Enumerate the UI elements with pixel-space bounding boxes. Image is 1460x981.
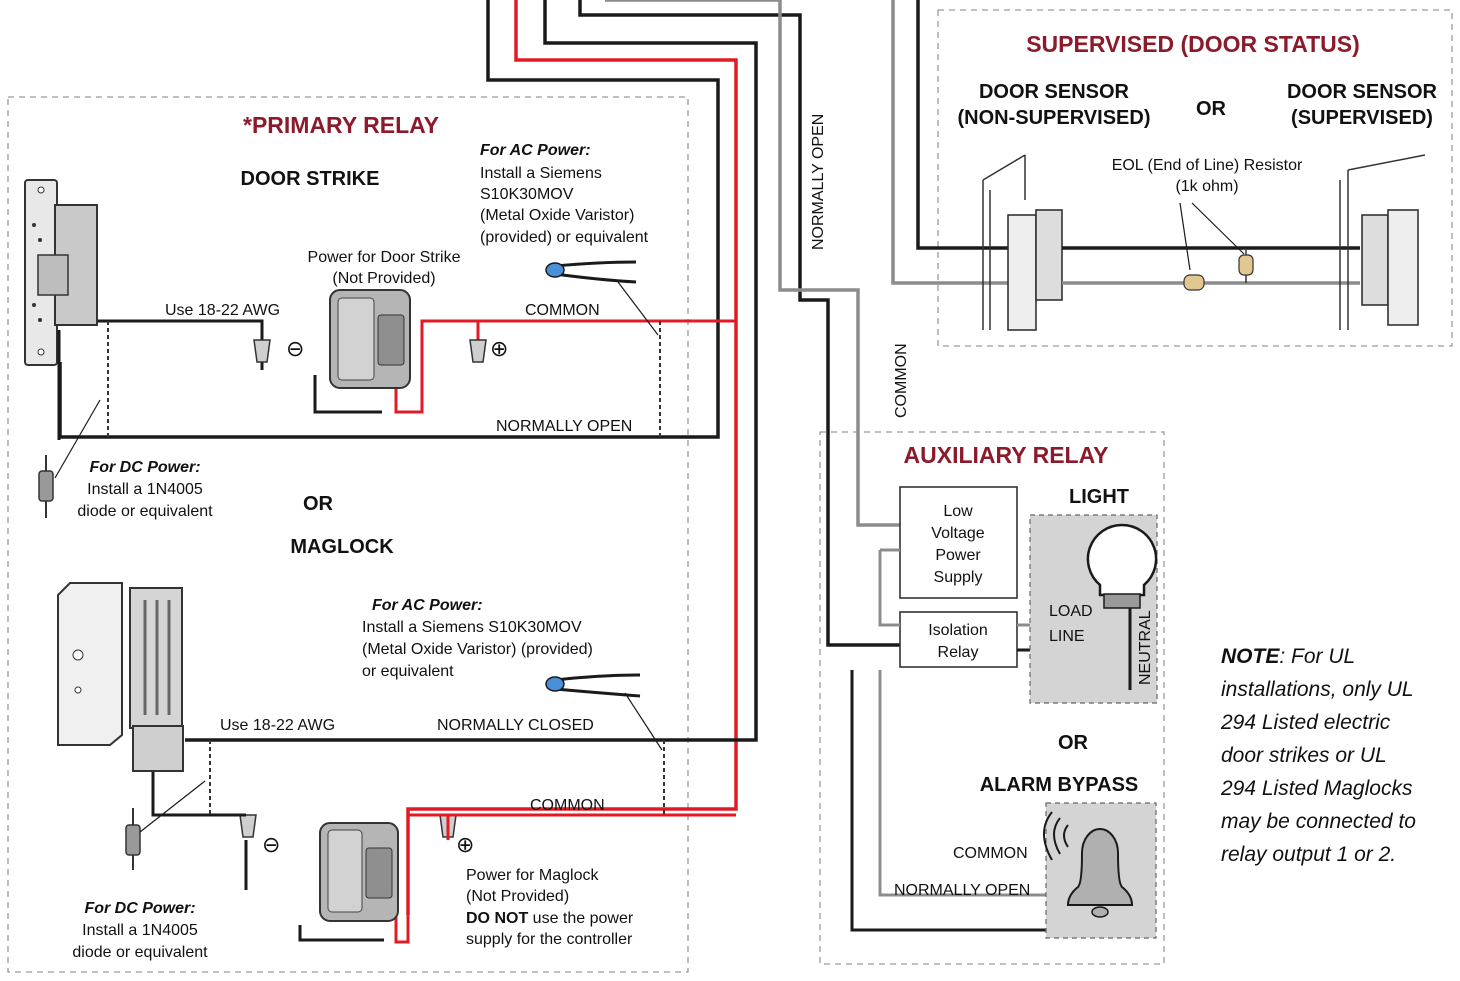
primary-relay-title: *PRIMARY RELAY xyxy=(243,112,439,138)
sensor-left-line-1: DOOR SENSOR xyxy=(979,81,1130,103)
note-line-1-rest: : For UL xyxy=(1279,645,1355,668)
light-title: LIGHT xyxy=(1069,486,1129,508)
sensor-right-line-2: (SUPERVISED) xyxy=(1291,107,1433,129)
supervised-title: SUPERVISED (DOOR STATUS) xyxy=(1026,31,1360,57)
sensor-left-line-2: (NON-SUPERVISED) xyxy=(958,107,1151,129)
aux-common-label: COMMON xyxy=(953,845,1028,862)
power-mag-line-1: Power for Maglock xyxy=(466,867,599,884)
plus-symbol-2: ⊕ xyxy=(456,832,474,857)
strike-transformer-icon xyxy=(329,289,411,389)
normally-closed-label: NORMALLY CLOSED xyxy=(437,717,594,734)
primary-or-label: OR xyxy=(303,493,334,515)
eol-line-1: EOL (End of Line) Resistor xyxy=(1112,157,1303,174)
ac-text-2-line-1: Install a Siemens S10K30MOV xyxy=(362,619,582,636)
isolation-line-1: Isolation xyxy=(928,622,988,639)
eol-line-2: (1k ohm) xyxy=(1175,178,1238,195)
alarm-bypass-title: ALARM BYPASS xyxy=(980,774,1139,796)
door-sensor-circuit xyxy=(982,154,1426,331)
line-label: LINE xyxy=(1049,628,1085,645)
minus-symbol-1: ⊖ xyxy=(286,336,304,361)
plus-symbol-1: ⊕ xyxy=(490,336,508,361)
door-strike-title: DOOR STRIKE xyxy=(241,168,380,190)
isolation-line-2: Relay xyxy=(938,644,979,661)
note-line-7: relay output 1 or 2. xyxy=(1221,843,1396,866)
alarm-bell-icon xyxy=(1043,811,1134,918)
common-vertical-label: COMMON xyxy=(893,343,910,418)
minus-symbol-2: ⊖ xyxy=(262,832,280,857)
dc-text-1-line-2: diode or equivalent xyxy=(77,503,213,520)
dc-text-1-line-1: Install a 1N4005 xyxy=(87,481,203,498)
mov-varistor-icons xyxy=(545,260,663,751)
ac-text-1-line-4: (provided) or equivalent xyxy=(480,229,649,246)
ac-text-1-line-1: Install a Siemens xyxy=(480,165,602,182)
note-line-5: 294 Listed Maglocks xyxy=(1220,777,1413,800)
do-not-line: DO NOT use the power xyxy=(466,910,634,927)
ac-power-title-2: For AC Power: xyxy=(372,597,483,614)
do-not-rest: use the power xyxy=(528,910,634,927)
note-bold: NOTE xyxy=(1221,645,1280,668)
power-strike-line-2: (Not Provided) xyxy=(332,270,435,287)
diode-icons xyxy=(38,399,206,870)
note-line-6: may be connected to xyxy=(1221,810,1416,833)
auxiliary-relay-title: AUXILIARY RELAY xyxy=(904,442,1109,468)
normally-open-vertical-label: NORMALLY OPEN xyxy=(810,114,827,250)
neutral-label: NEUTRAL xyxy=(1137,610,1154,685)
aux-normally-open-label: NORMALLY OPEN xyxy=(894,882,1030,899)
awg-label-2: Use 18-22 AWG xyxy=(220,717,335,734)
load-label: LOAD xyxy=(1049,603,1093,620)
door-strike-device xyxy=(24,179,98,440)
trunk-wires xyxy=(58,0,1010,915)
primary-relay-box xyxy=(7,96,689,973)
auxiliary-relay-box xyxy=(819,431,1165,965)
supervised-or-label: OR xyxy=(1196,98,1227,120)
door-strike-circuit xyxy=(95,319,736,437)
maglock-title: MAGLOCK xyxy=(290,536,394,558)
common-label-2: COMMON xyxy=(530,797,605,814)
dc-power-title-2: For DC Power: xyxy=(84,900,195,917)
wire-nut-icons xyxy=(239,339,487,838)
note-line-1: NOTE: For UL xyxy=(1221,645,1355,668)
light-bulb-icon xyxy=(1086,523,1158,690)
ac-power-title-1: For AC Power: xyxy=(480,142,591,159)
note-line-3: 294 Listed electric xyxy=(1220,711,1391,734)
maglock-device xyxy=(57,582,184,772)
dc-power-title-1: For DC Power: xyxy=(89,459,200,476)
dc-text-2-line-2: diode or equivalent xyxy=(72,944,208,961)
aux-or-label: OR xyxy=(1058,732,1089,754)
dc-text-2-line-1: Install a 1N4005 xyxy=(82,922,198,939)
ac-text-2-line-3: or equivalent xyxy=(362,663,454,680)
maglock-transformer-icon xyxy=(319,822,399,922)
do-not-bold: DO NOT xyxy=(466,910,528,927)
lv-supply-line-4: Supply xyxy=(934,569,983,586)
supervised-box xyxy=(937,9,1453,347)
lv-supply-line-2: Voltage xyxy=(931,525,984,542)
note-line-2: installations, only UL xyxy=(1221,678,1414,701)
common-label-1: COMMON xyxy=(525,302,600,319)
awg-label-1: Use 18-22 AWG xyxy=(165,302,280,319)
note-line-4: door strikes or UL xyxy=(1221,744,1387,767)
power-strike-line-1: Power for Door Strike xyxy=(308,249,461,266)
maglock-circuit xyxy=(151,740,736,944)
lv-supply-line-1: Low xyxy=(943,503,973,520)
normally-open-label: NORMALLY OPEN xyxy=(496,418,632,435)
supply-controller-line: supply for the controller xyxy=(466,931,633,948)
ac-text-1-line-2: S10K30MOV xyxy=(480,186,574,203)
ac-text-1-line-3: (Metal Oxide Varistor) xyxy=(480,207,634,224)
lv-supply-line-3: Power xyxy=(935,547,981,564)
power-mag-line-2: (Not Provided) xyxy=(466,888,569,905)
ac-text-2-line-2: (Metal Oxide Varistor) (provided) xyxy=(362,641,593,658)
sensor-right-line-1: DOOR SENSOR xyxy=(1287,81,1438,103)
